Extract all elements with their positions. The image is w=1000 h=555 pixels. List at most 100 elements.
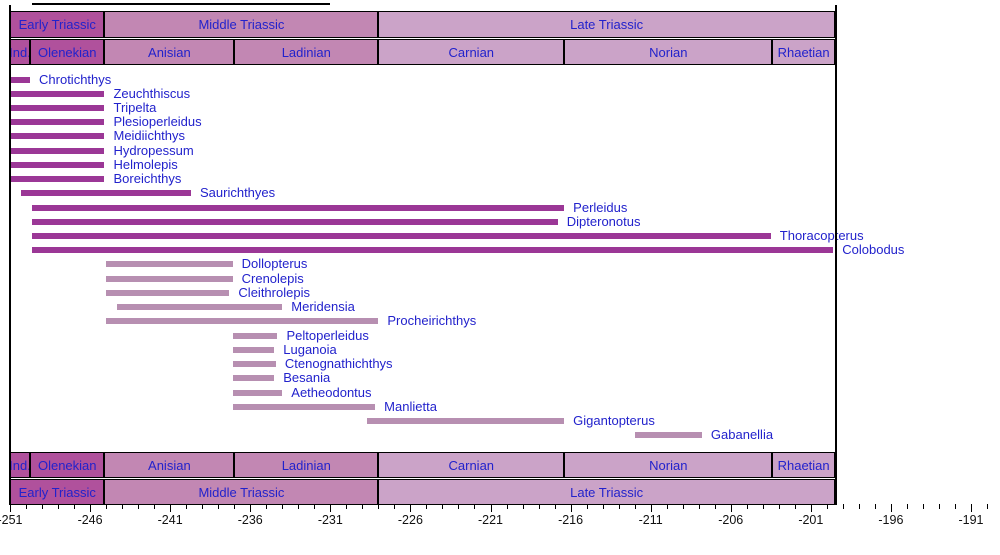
stage-cell-anisian[interactable]: Anisian	[104, 39, 235, 65]
axis-tick-label: -241	[157, 513, 183, 527]
taxon-label-gabanellia[interactable]: Gabanellia	[710, 427, 774, 443]
taxon-label-procheirichthys[interactable]: Procheirichthys	[387, 313, 477, 329]
taxon-label-dollopterus[interactable]: Dollopterus	[241, 256, 308, 272]
range-bar-luganoia	[232, 346, 275, 353]
taxon-label-crenolepis[interactable]: Crenolepis	[241, 270, 304, 286]
axis-tick-label: -231	[317, 513, 343, 527]
axis-minor-tick	[714, 504, 716, 509]
stage-cell-carnian[interactable]: Carnian	[378, 452, 565, 478]
taxon-label-meidiichthys[interactable]: Meidiichthys	[113, 128, 186, 144]
taxon-label-chrotichthys[interactable]: Chrotichthys	[39, 71, 112, 87]
axis-minor-tick	[234, 504, 236, 509]
axis-minor-tick	[58, 504, 60, 509]
taxon-label-perleidus[interactable]: Perleidus	[573, 199, 628, 215]
axis-minor-tick	[762, 504, 764, 509]
axis-tick-label: -191	[958, 513, 984, 527]
axis-minor-tick	[426, 504, 428, 509]
axis-minor-tick	[778, 504, 780, 509]
axis-minor-tick	[346, 504, 348, 509]
axis-minor-tick	[874, 504, 876, 509]
taxon-label-helmolepis[interactable]: Helmolepis	[113, 156, 178, 172]
axis-major-tick	[730, 504, 732, 512]
stage-cell-ladinian[interactable]: Ladinian	[234, 39, 379, 65]
axis-minor-tick	[42, 504, 44, 509]
axis-tick-label: -216	[558, 513, 584, 527]
taxon-label-colobodus[interactable]: Colobodus	[842, 242, 905, 258]
stage-cell-rhaetian[interactable]: Rhaetian	[772, 452, 835, 478]
axis-minor-tick	[26, 504, 28, 509]
axis-minor-tick	[987, 504, 989, 509]
axis-minor-tick	[954, 504, 956, 509]
axis-minor-tick	[74, 504, 76, 509]
stage-cell-ladinian[interactable]: Ladinian	[234, 452, 379, 478]
range-bar-ctenognathichthys	[232, 361, 276, 368]
stage-cell-norian[interactable]: Norian	[564, 39, 773, 65]
axis-tick-label: -206	[718, 513, 744, 527]
stage-cell-olenekian[interactable]: Olenekian	[30, 39, 105, 65]
axis-tick-label: -221	[477, 513, 504, 527]
axis-minor-tick	[522, 504, 524, 509]
range-bar-saurichthyes	[21, 190, 191, 197]
period-cell-middle-triassic[interactable]: Middle Triassic	[104, 11, 379, 38]
stage-cell-ind[interactable]: Ind.	[10, 39, 31, 65]
axis-minor-tick	[682, 504, 684, 509]
taxon-label-boreichthys[interactable]: Boreichthys	[113, 171, 182, 187]
taxon-label-hydropessum[interactable]: Hydropessum	[113, 142, 194, 158]
stage-cell-norian[interactable]: Norian	[564, 452, 773, 478]
taxon-label-aetheodontus[interactable]: Aetheodontus	[291, 384, 372, 400]
period-cell-early-triassic[interactable]: Early Triassic	[10, 479, 105, 505]
taxon-label-ctenognathichthys[interactable]: Ctenognathichthys	[284, 356, 393, 372]
range-bar-gabanellia	[634, 432, 702, 439]
axis-minor-tick	[394, 504, 396, 509]
range-bar-gigantopterus	[367, 418, 565, 425]
axis-minor-tick	[186, 504, 188, 509]
range-bar-zeuchthiscus	[10, 90, 105, 97]
stage-cell-olenekian[interactable]: Olenekian	[30, 452, 105, 478]
range-bar-aetheodontus	[232, 389, 283, 396]
axis-minor-tick	[634, 504, 636, 509]
axis-minor-tick	[586, 504, 588, 509]
axis-minor-tick	[618, 504, 620, 509]
axis-minor-tick	[442, 504, 444, 509]
stage-cell-anisian[interactable]: Anisian	[104, 452, 235, 478]
axis-minor-tick	[282, 504, 284, 509]
taxon-label-peltoperleidus[interactable]: Peltoperleidus	[286, 327, 369, 343]
axis-minor-tick	[298, 504, 300, 509]
axis-tick-label: -211	[638, 513, 663, 527]
range-bar-peltoperleidus	[232, 332, 278, 339]
axis-tick-label: -226	[397, 513, 423, 527]
taxon-label-tripelta[interactable]: Tripelta	[113, 99, 157, 115]
axis-major-tick	[570, 504, 572, 512]
axis-minor-tick	[378, 504, 380, 509]
taxon-label-luganoia[interactable]: Luganoia	[283, 341, 337, 357]
taxon-label-gigantopterus[interactable]: Gigantopterus	[573, 413, 655, 429]
period-cell-late-triassic[interactable]: Late Triassic	[378, 11, 835, 38]
stage-cell-ind[interactable]: Ind.	[10, 452, 31, 478]
range-bar-manlietta	[232, 403, 376, 410]
range-bar-helmolepis	[10, 161, 105, 168]
taxon-label-meridensia[interactable]: Meridensia	[291, 299, 355, 315]
axis-minor-tick	[826, 504, 828, 509]
taxon-label-zeuchthiscus[interactable]: Zeuchthiscus	[113, 85, 191, 101]
axis-major-tick	[971, 504, 972, 512]
stage-cell-rhaetian[interactable]: Rhaetian	[772, 39, 835, 65]
taxon-label-manlietta[interactable]: Manlietta	[384, 398, 437, 414]
period-cell-middle-triassic[interactable]: Middle Triassic	[104, 479, 379, 505]
range-bar-plesioperleidus	[10, 119, 105, 126]
taxon-label-saurichthyes[interactable]: Saurichthyes	[199, 185, 276, 201]
axis-minor-tick	[602, 504, 604, 509]
axis-major-tick	[890, 504, 892, 512]
taxon-label-thoracopterus[interactable]: Thoracopterus	[779, 228, 864, 244]
stage-cell-carnian[interactable]: Carnian	[378, 39, 565, 65]
taxon-label-cleithrolepis[interactable]: Cleithrolepis	[238, 284, 310, 300]
axis-major-tick	[410, 504, 412, 512]
taxon-label-plesioperleidus[interactable]: Plesioperleidus	[113, 114, 202, 130]
axis-minor-tick	[266, 504, 268, 509]
period-cell-late-triassic[interactable]: Late Triassic	[378, 479, 835, 505]
axis-minor-tick	[922, 504, 924, 509]
taxon-label-dipteronotus[interactable]: Dipteronotus	[566, 213, 641, 229]
axis-minor-tick	[554, 504, 556, 509]
taxon-label-besania[interactable]: Besania	[283, 370, 331, 386]
period-cell-early-triassic[interactable]: Early Triassic	[10, 11, 105, 38]
